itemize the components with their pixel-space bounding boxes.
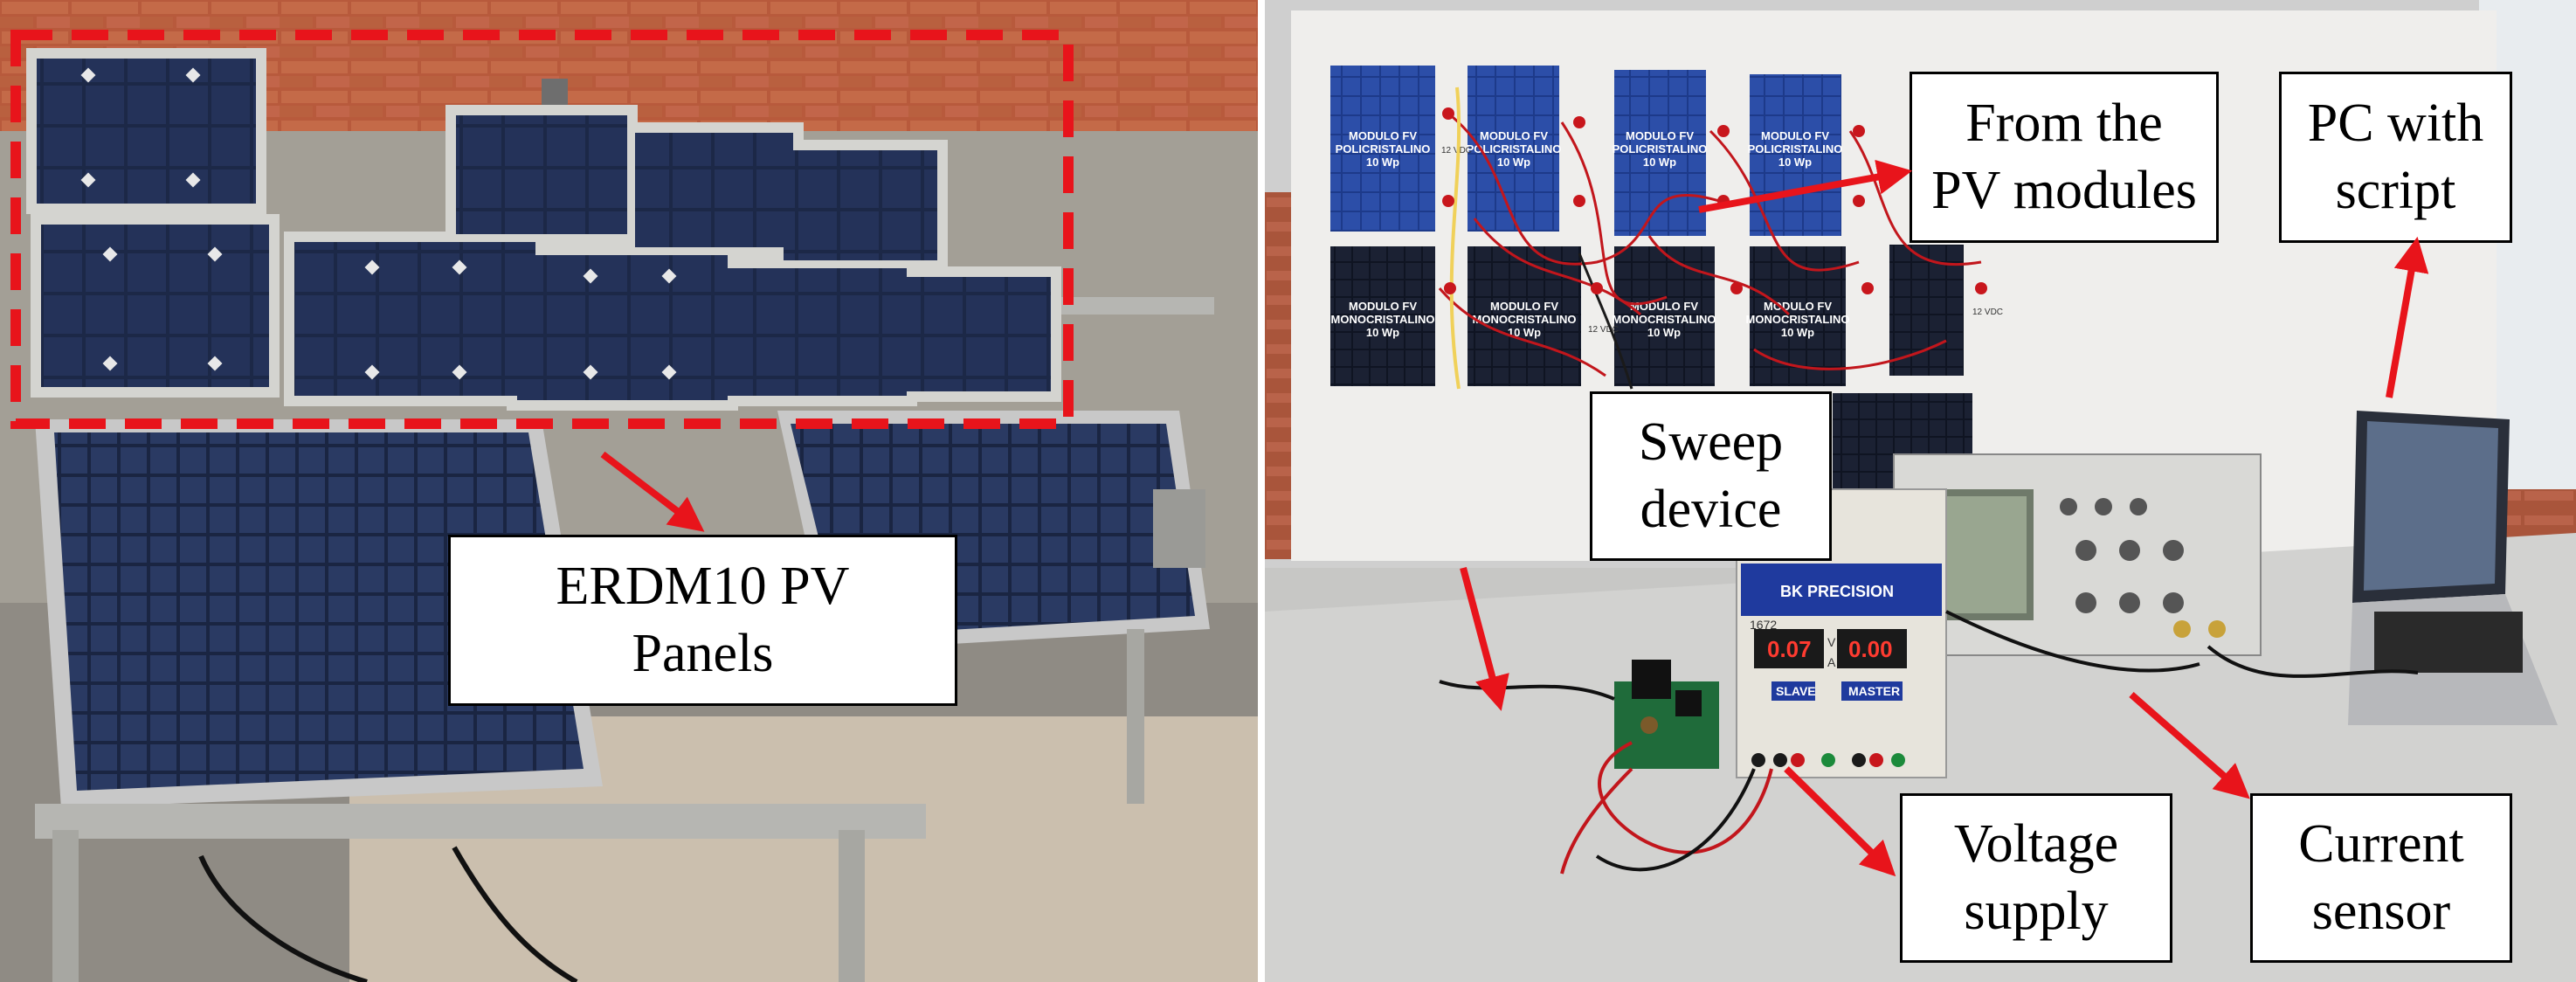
voltage-supply-label: Voltage supply [1900, 793, 2172, 963]
psu-slave-display: 0.07 [1767, 636, 1812, 662]
psu-slave-label: SLAVE [1776, 684, 1816, 698]
erdm10-highlight-box [10, 30, 1074, 429]
psu-master-label: MASTER [1848, 684, 1900, 698]
power-supply [1736, 488, 1947, 778]
pc-with-script-label: PC with script [2279, 72, 2512, 243]
sweep-device-board [1614, 660, 1719, 769]
vdc-label-2: 12 VDC [1588, 325, 1619, 335]
poly-modules [1330, 66, 1841, 236]
mono-modules [1330, 245, 1972, 498]
sweep-device-label: Sweep device [1590, 391, 1832, 561]
erdm10-label: ERDM10 PV Panels [448, 535, 957, 706]
vdc-label-1: 12 VDC [1441, 146, 1472, 156]
erdm10-panel-array [26, 48, 1061, 411]
from-pv-modules-label: From the PV modules [1910, 72, 2219, 243]
psu-v-label: V [1827, 635, 1836, 649]
solar-panels-photo: ERDM10 PV Panels [0, 0, 1258, 982]
solar-panels-scene [0, 0, 1258, 982]
laptop [2348, 411, 2558, 725]
current-sensor-label: Current sensor [2250, 793, 2512, 963]
psu-a-label: A [1827, 655, 1836, 669]
vdc-label-3: 12 VDC [1972, 308, 2003, 317]
oscilloscope [1893, 453, 2262, 656]
psu-brand: BK PRECISION [1780, 583, 1894, 600]
psu-model: 1672 [1750, 618, 1777, 632]
psu-master-display: 0.00 [1848, 636, 1893, 662]
board-wiring [1438, 112, 1982, 377]
